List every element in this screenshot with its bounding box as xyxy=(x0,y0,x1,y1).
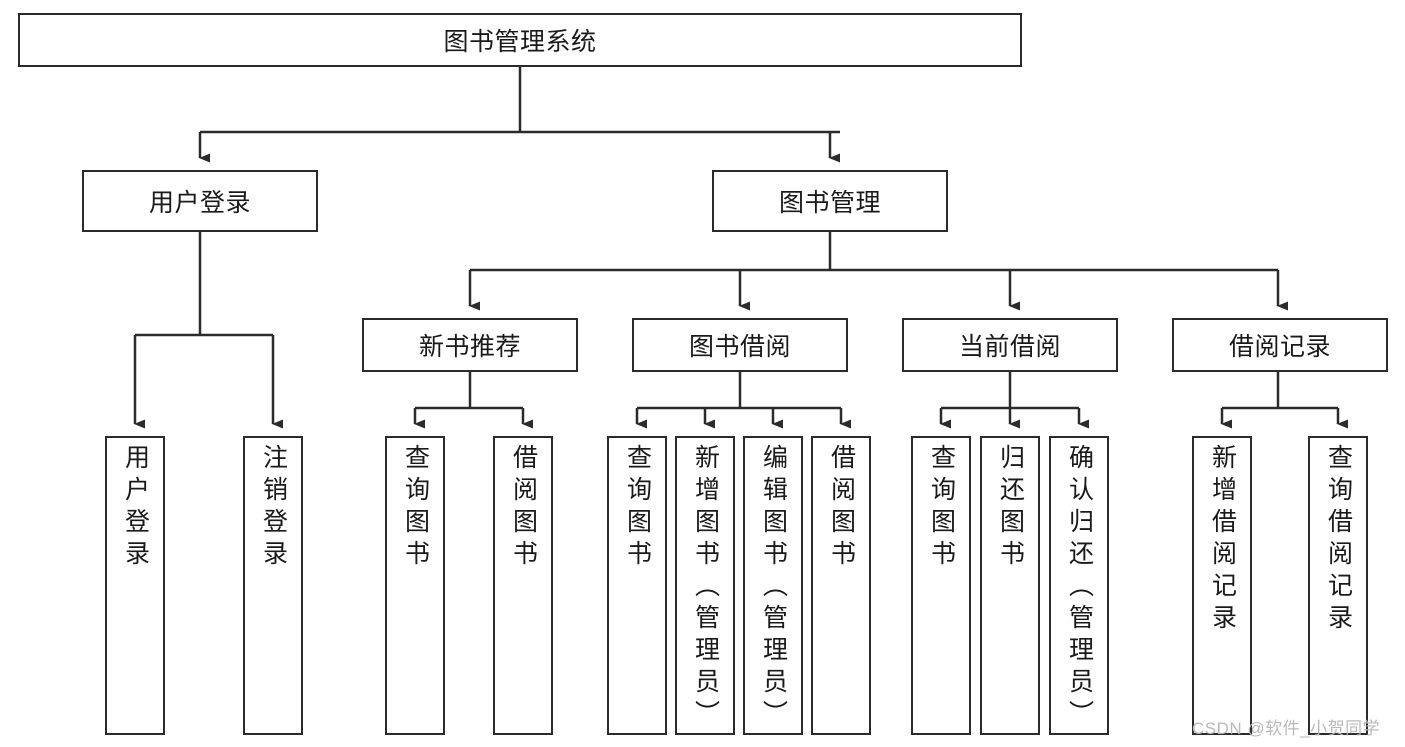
node-current-borrow-label: 当前借阅 xyxy=(958,333,1061,361)
node-leaf-add-borrow-record-label: 新增借阅记录 xyxy=(1208,444,1237,636)
node-leaf-edit-book-admin-label: 编辑图书（管理员） xyxy=(759,444,788,732)
node-user-login[interactable]: 用户登录 xyxy=(82,170,318,232)
node-new-book-recommend-label: 新书推荐 xyxy=(418,333,521,361)
node-leaf-user-logout-label: 注销登录 xyxy=(259,444,288,572)
node-root-system-label: 图书管理系统 xyxy=(443,28,597,56)
node-leaf-query-book-current[interactable]: 查询图书 xyxy=(911,436,971,735)
node-leaf-user-login[interactable]: 用户登录 xyxy=(105,436,165,735)
node-new-book-recommend[interactable]: 新书推荐 xyxy=(362,318,578,372)
node-leaf-query-book[interactable]: 查询图书 xyxy=(607,436,667,735)
node-leaf-user-login-label: 用户登录 xyxy=(121,444,150,572)
node-borrow-record-label: 借阅记录 xyxy=(1228,333,1331,361)
node-leaf-add-book-admin[interactable]: 新增图书（管理员） xyxy=(675,436,735,735)
node-root-system[interactable]: 图书管理系统 xyxy=(18,13,1022,67)
node-user-login-label: 用户登录 xyxy=(148,189,251,217)
node-leaf-return-book[interactable]: 归还图书 xyxy=(980,436,1040,735)
node-book-manage[interactable]: 图书管理 xyxy=(712,170,948,232)
node-leaf-confirm-return-admin[interactable]: 确认归还（管理员） xyxy=(1049,436,1109,735)
node-leaf-borrow-book-label: 借阅图书 xyxy=(827,444,856,572)
node-leaf-confirm-return-admin-label: 确认归还（管理员） xyxy=(1065,444,1094,732)
node-leaf-query-book-current-label: 查询图书 xyxy=(927,444,956,572)
node-current-borrow[interactable]: 当前借阅 xyxy=(902,318,1118,372)
node-book-borrow[interactable]: 图书借阅 xyxy=(632,318,848,372)
node-leaf-query-book-recommend[interactable]: 查询图书 xyxy=(385,436,445,735)
node-book-manage-label: 图书管理 xyxy=(778,189,881,217)
node-borrow-record[interactable]: 借阅记录 xyxy=(1172,318,1388,372)
node-leaf-query-book-recommend-label: 查询图书 xyxy=(401,444,430,572)
node-leaf-edit-book-admin[interactable]: 编辑图书（管理员） xyxy=(743,436,803,735)
node-leaf-query-borrow-record[interactable]: 查询借阅记录 xyxy=(1308,436,1368,735)
watermark-text: CSDN @软件_小贺同学 xyxy=(1192,719,1381,738)
node-leaf-add-book-admin-label: 新增图书（管理员） xyxy=(691,444,720,732)
node-leaf-add-borrow-record[interactable]: 新增借阅记录 xyxy=(1192,436,1252,735)
node-leaf-return-book-label: 归还图书 xyxy=(996,444,1025,572)
node-leaf-borrow-book-recommend-label: 借阅图书 xyxy=(509,444,538,572)
node-leaf-user-logout[interactable]: 注销登录 xyxy=(243,436,303,735)
node-leaf-query-borrow-record-label: 查询借阅记录 xyxy=(1324,444,1353,636)
node-book-borrow-label: 图书借阅 xyxy=(688,333,791,361)
node-leaf-query-book-label: 查询图书 xyxy=(623,444,652,572)
node-leaf-borrow-book-recommend[interactable]: 借阅图书 xyxy=(493,436,553,735)
node-leaf-borrow-book[interactable]: 借阅图书 xyxy=(811,436,871,735)
